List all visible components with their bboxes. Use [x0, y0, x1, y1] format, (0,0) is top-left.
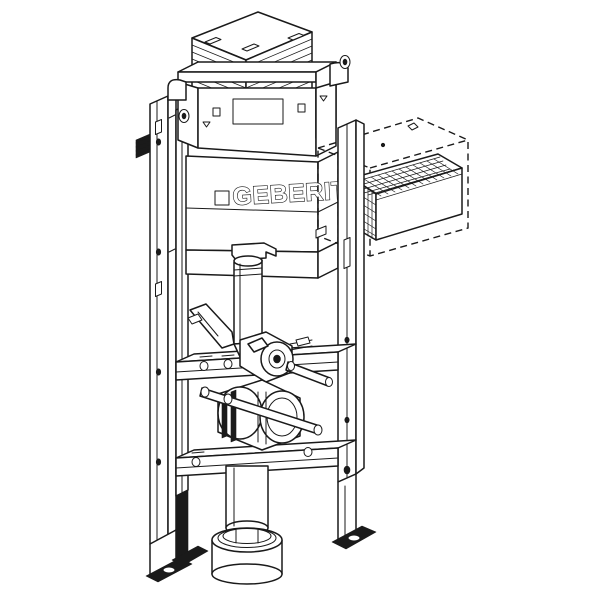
- rail-slot: [343, 237, 351, 269]
- inspection-opening: [232, 98, 284, 125]
- valve-center: [273, 354, 281, 364]
- rail-slot: [155, 119, 162, 135]
- cover-tab: [204, 37, 222, 45]
- insulation-shade-right: [375, 173, 463, 201]
- rail-hole: [155, 138, 162, 146]
- rail-hole: [155, 368, 162, 376]
- pipe-collar-top: [233, 255, 263, 267]
- internal-pipe: [187, 303, 235, 349]
- crossbar-bolt: [303, 447, 313, 457]
- valve-mechanism: [239, 331, 294, 383]
- waste-ring: [211, 527, 283, 585]
- wall-bracket: [135, 133, 151, 159]
- phantom-marker: [380, 142, 386, 148]
- corner-cap-left: [167, 78, 187, 101]
- fixing-point: [297, 103, 306, 113]
- rod-nut: [223, 393, 233, 405]
- right-foot: [331, 465, 377, 550]
- leg-hole: [343, 465, 351, 475]
- direction-arrow: [202, 121, 211, 128]
- rod-nut: [287, 361, 295, 371]
- rod-end: [313, 424, 323, 436]
- rail-hole: [344, 416, 350, 424]
- rod-end: [325, 377, 333, 387]
- cistern-body: GEBERIT: [185, 151, 348, 279]
- logo-square-icon: [214, 190, 230, 206]
- foot-adjuster: [347, 534, 361, 542]
- left-foot: [145, 489, 209, 583]
- insulation-ribs-top: [353, 156, 459, 197]
- threaded-rod-lower: [199, 386, 323, 436]
- crossbar-bolt: [223, 359, 233, 369]
- waste-ring-bore: [222, 528, 272, 544]
- boss-hole-inner: [181, 112, 187, 120]
- crossbar-bolt: [199, 361, 209, 371]
- rail-slot: [155, 281, 162, 297]
- drain-pipe: [225, 465, 269, 536]
- direction-arrow: [319, 95, 328, 102]
- phantom-hook: [407, 122, 419, 131]
- foot-adjuster: [162, 566, 176, 574]
- rod-nut: [200, 386, 210, 398]
- detail-tab: [315, 225, 327, 239]
- crossbar-bolt: [191, 457, 201, 467]
- cover-tab: [241, 43, 260, 52]
- left-rail: [149, 95, 177, 545]
- misc-details: [135, 133, 327, 351]
- rear-foot-plate: [171, 545, 209, 567]
- fixing-point: [212, 107, 221, 117]
- cistern-upper-housing: [167, 55, 351, 157]
- pipe-clip: [187, 313, 203, 325]
- cover-tab: [287, 33, 305, 41]
- rail-hole: [155, 248, 162, 256]
- boss-hole-inner: [342, 58, 348, 66]
- waste-ring-bottom: [211, 563, 283, 585]
- threaded-rod-upper: [285, 361, 333, 387]
- rail-hole: [344, 336, 350, 344]
- hose-clip: [295, 336, 311, 347]
- connector-clamp: [221, 399, 228, 439]
- valve-lever: [247, 337, 269, 353]
- right-rail: [337, 119, 365, 483]
- rail-hole: [155, 458, 162, 466]
